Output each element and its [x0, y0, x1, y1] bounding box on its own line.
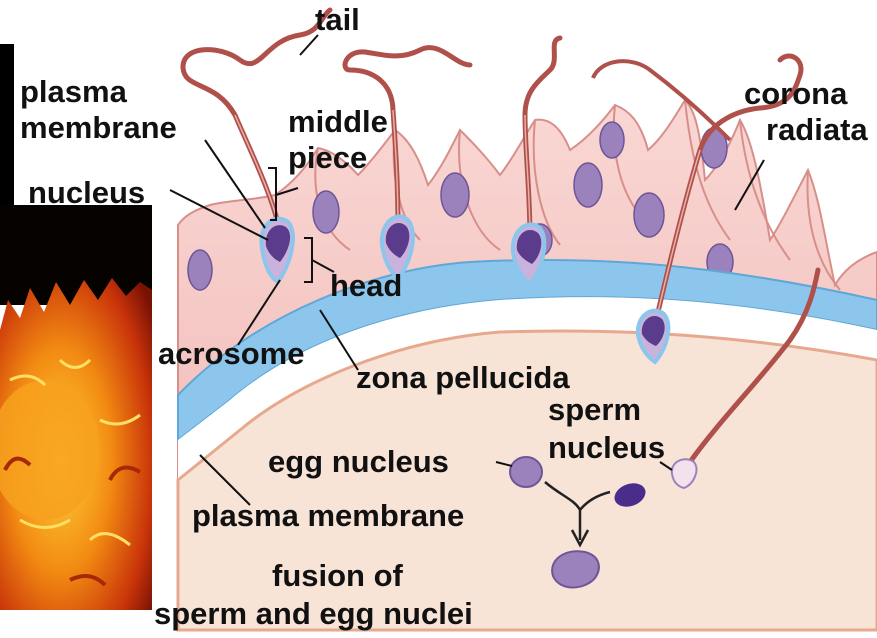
label-zona-pellucida: zona pellucida [356, 362, 570, 393]
label-plasma-membrane-top-line1: plasma [20, 76, 127, 107]
label-middle-piece-line1: middle [288, 106, 388, 137]
label-nucleus: nucleus [28, 177, 145, 208]
label-head: head [330, 270, 402, 301]
label-egg-nucleus: egg nucleus [268, 446, 449, 477]
label-tail: tail [315, 4, 360, 35]
label-acrosome: acrosome [158, 338, 304, 369]
label-sperm-nucleus-line1: sperm [548, 394, 641, 425]
label-fusion-line1: fusion of [272, 560, 403, 591]
label-corona-radiata-line2: radiata [766, 114, 868, 145]
label-fusion-line2: sperm and egg nuclei [154, 598, 473, 629]
label-plasma-membrane-top-line2: membrane [20, 112, 177, 143]
label-corona-radiata-line1: corona [744, 78, 847, 109]
label-sperm-nucleus-line2: nucleus [548, 432, 665, 463]
label-middle-piece-line2: piece [288, 142, 367, 173]
label-plasma-membrane-bottom: plasma membrane [192, 500, 464, 531]
